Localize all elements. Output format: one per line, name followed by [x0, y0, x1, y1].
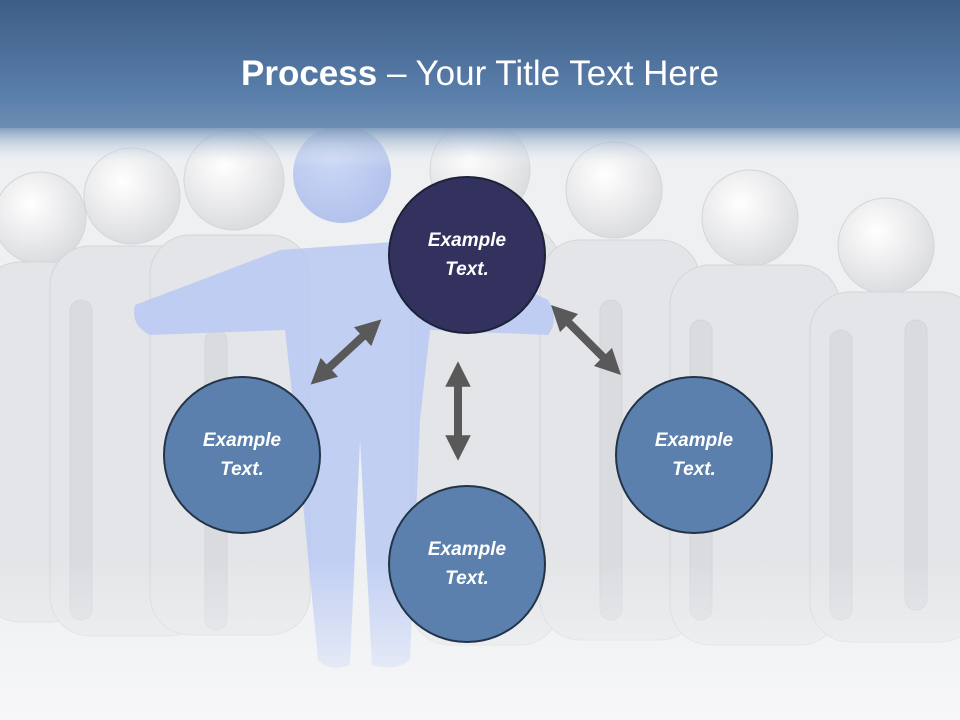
node-left-label: Example Text. [187, 426, 297, 484]
node-bottom: Example Text. [388, 485, 546, 643]
page-title: Process – Your Title Text Here [0, 52, 960, 96]
node-right-label: Example Text. [639, 426, 749, 484]
node-top-line2: Text. [445, 259, 489, 280]
arrow-top-left [310, 319, 382, 385]
node-bottom-line2: Text. [445, 568, 489, 589]
node-right-line2: Text. [672, 459, 716, 480]
node-bottom-label: Example Text. [412, 535, 522, 593]
node-left-line2: Text. [220, 459, 264, 480]
header-band [0, 0, 960, 128]
node-bottom-line1: Example [427, 539, 507, 560]
node-top-line1: Example [427, 230, 507, 251]
title-bold: Process [241, 54, 378, 93]
node-top-label: Example Text. [412, 226, 522, 284]
title-dash: – [377, 54, 416, 93]
node-left: Example Text. [163, 376, 321, 534]
node-top: Example Text. [388, 176, 546, 334]
title-rest: Your Title Text Here [415, 54, 720, 93]
arrow-top-right [550, 304, 622, 376]
node-right: Example Text. [615, 376, 773, 534]
node-left-line1: Example [202, 430, 282, 451]
node-right-line1: Example [654, 430, 734, 451]
